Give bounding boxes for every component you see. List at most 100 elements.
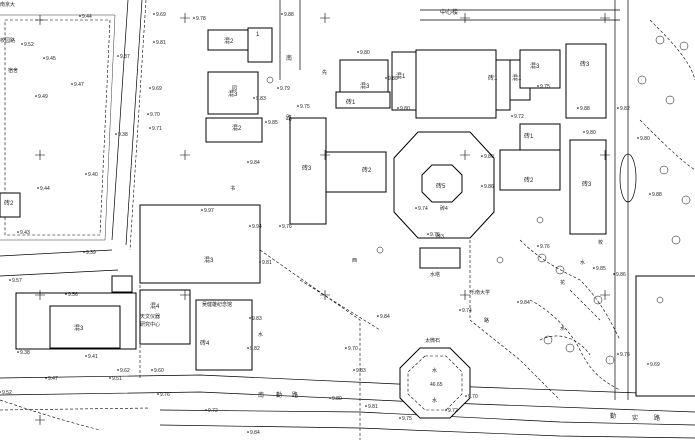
pavilion-inner-2: 46.65	[430, 382, 443, 388]
elevation-label: 9.86	[484, 184, 494, 190]
building-label-7: 混1	[396, 72, 406, 80]
trees	[266, 35, 691, 365]
elevation-label: 9.37	[120, 54, 130, 60]
elevation-dot	[577, 107, 579, 109]
building-13	[519, 49, 561, 89]
center-4-label: 砖4	[440, 205, 448, 212]
elevation-dot	[517, 301, 519, 303]
elevation-dot	[117, 55, 119, 57]
road-label-south-3: 路	[292, 391, 298, 399]
elevation-label: 9.72	[514, 114, 524, 120]
elevation-dot	[201, 209, 203, 211]
elevation-dot	[193, 17, 195, 19]
building-label-16: 混3	[204, 256, 214, 264]
elevation-label: 9.75	[540, 84, 550, 90]
elevation-label: 9.97	[204, 208, 214, 214]
label-shui-2: 水	[560, 325, 565, 332]
elevation-dot	[353, 369, 355, 371]
elevation-label: 9.80	[640, 136, 650, 142]
elevation-dot	[297, 105, 299, 107]
elevation-dot	[537, 85, 539, 87]
elevation-dot	[117, 369, 119, 371]
building-label-12: 砖3	[582, 180, 592, 188]
elevation-label: 9.40	[88, 172, 98, 178]
building-label-10: 混1	[512, 74, 522, 82]
pavilion-inner-3: 水	[432, 397, 437, 404]
elevation-label: 9.41	[88, 354, 98, 360]
elevation-label: 9.83	[252, 316, 262, 322]
building-24	[111, 275, 133, 293]
building-label-1: 1	[256, 32, 260, 38]
label-shu: 书	[230, 185, 235, 192]
elevation-label: 9.88	[652, 192, 662, 198]
elevation-dot	[115, 133, 117, 135]
grid-crosses	[35, 13, 610, 425]
road-label-south-5: 实	[632, 414, 638, 422]
building-18	[49, 305, 121, 349]
elevation-dot	[259, 261, 261, 263]
elevation-dot	[253, 97, 255, 99]
elevation-label: 9.43	[20, 230, 30, 236]
building-label-19: 混4	[150, 302, 160, 310]
elevation-dot	[459, 309, 461, 311]
elevation-dot	[247, 161, 249, 163]
elevation-label: 9.74	[462, 308, 472, 314]
garden-paths	[0, 19, 695, 431]
elevation-label: 9.75	[402, 416, 412, 422]
road-label-south-4: 勤	[610, 412, 616, 420]
label-museum-1: 吴健雄纪念馆	[202, 301, 232, 308]
elevation-label: 9.80	[388, 76, 398, 82]
building-label-8: 砖1	[346, 98, 356, 106]
buildings	[0, 27, 695, 397]
label-xi: 西	[352, 258, 357, 264]
elevation-label: 9.72	[208, 408, 218, 414]
elevation-dot	[147, 113, 149, 115]
elevation-label: 9.60	[154, 368, 164, 374]
elevation-dot	[17, 351, 19, 353]
elevation-label: 9.76	[540, 244, 550, 250]
elevation-label: 9.88	[284, 12, 294, 18]
elevation-label: 9.70	[348, 346, 358, 352]
building-label-20: 砖4	[200, 339, 210, 347]
building-label-0: 混2	[224, 37, 234, 45]
elevation-label: 9.49	[38, 94, 48, 100]
elevation-dot	[481, 185, 483, 187]
elevation-label: 9.45	[46, 56, 56, 62]
building-label-18: 混3	[74, 324, 84, 332]
pavilion-title: 太微石	[425, 337, 440, 344]
building-2	[207, 71, 259, 115]
elevation-label: 9.70	[468, 394, 478, 400]
road-label-east-2: 路	[286, 114, 292, 122]
elevation-dot	[427, 233, 429, 235]
elevation-dot	[65, 293, 67, 295]
elevation-label: 9.80	[400, 106, 410, 112]
road-label-south-1: 南	[258, 391, 264, 399]
elevation-dot	[109, 377, 111, 379]
building-label-13: 混3	[530, 62, 540, 70]
elevation-dot	[45, 377, 47, 379]
elevation-dot	[9, 279, 11, 281]
elevation-label: 9.82	[250, 346, 260, 352]
elevation-label: 9.44	[82, 14, 92, 20]
pavilion-inner-1: 水	[432, 367, 437, 374]
elevation-label: 9.81	[368, 404, 378, 410]
elevation-dot	[17, 231, 19, 233]
elevation-label: 9.56	[68, 292, 78, 298]
building-label-11: 砖2	[524, 176, 534, 184]
elevation-dot	[157, 393, 159, 395]
elevation-label: 9.39	[86, 250, 96, 256]
elevation-label: 9.79	[280, 86, 290, 92]
elevation-dot	[37, 187, 39, 189]
elevation-label: 9.38	[118, 132, 128, 138]
elevation-dot	[79, 15, 81, 17]
building-8	[335, 91, 391, 109]
building-16	[139, 204, 261, 284]
center-3-label: 砖3	[436, 233, 444, 240]
dorm-block	[0, 14, 116, 241]
elevation-label: 9.83	[256, 96, 266, 102]
building-14	[565, 43, 607, 119]
elevation-dot	[149, 127, 151, 129]
elevation-label: 9.80	[332, 396, 342, 402]
elevation-label: 9.81	[262, 260, 272, 266]
